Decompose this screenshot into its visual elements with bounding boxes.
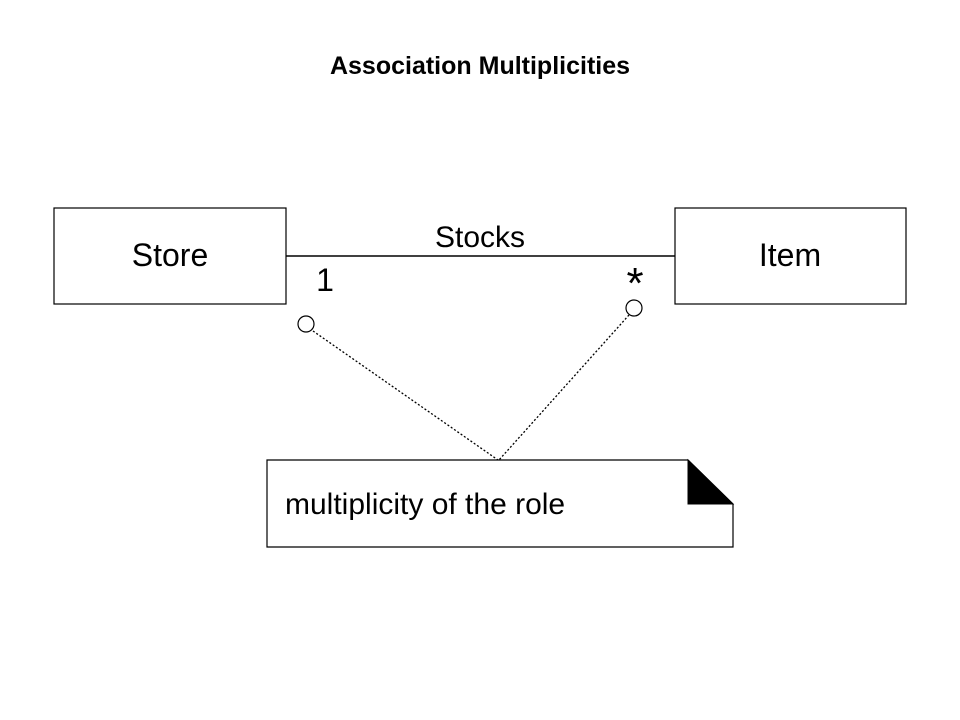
note-anchor-line-right [498,314,630,461]
association-name: Stocks [435,221,525,254]
right-multiplicity: * [626,259,643,308]
class-item-box [674,207,907,305]
note: multiplicity of the role [266,458,735,548]
note-box [266,459,734,548]
class-item-label: Item [759,237,821,273]
class-item: Item [674,207,907,305]
left-multiplicity: 1 [316,262,334,298]
diagram-title: Association Multiplicities [329,52,631,80]
note-folded-corner [687,458,735,505]
class-store: Store [53,207,287,305]
note-text: multiplicity of the role [285,488,565,521]
note-anchor-circle-right [625,299,643,317]
class-store-label: Store [132,237,208,273]
note-anchor-circle-left [297,315,315,333]
class-store-box [53,207,287,305]
note-anchor-line-left [312,330,499,461]
